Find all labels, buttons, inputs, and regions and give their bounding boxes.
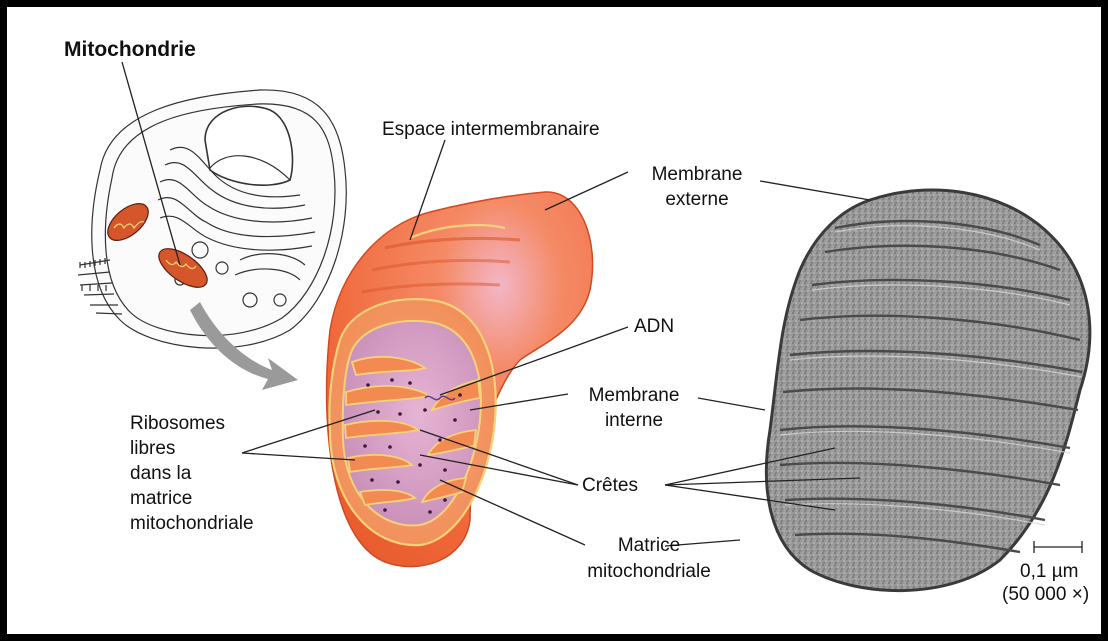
label-ribosomes-4: matrice: [130, 487, 192, 511]
scale-length: 0,1 µm: [1020, 560, 1078, 584]
label-membrane-externe-1: Membrane: [632, 163, 762, 187]
mitochondrion-illustration: [327, 192, 593, 567]
scale-magnification: (50 000 ×): [1002, 583, 1089, 607]
label-membrane-interne-1: Membrane: [570, 384, 698, 408]
label-adn: ADN: [634, 315, 674, 339]
label-matrice-2: mitochondriale: [574, 560, 724, 584]
label-membrane-externe-2: externe: [632, 188, 762, 212]
label-matrice-1: Matrice: [574, 534, 724, 558]
label-ribosomes-5: mitochondriale: [130, 512, 254, 536]
cell-title: Mitochondrie: [64, 38, 196, 62]
label-cretes: Crêtes: [582, 474, 638, 498]
label-ribosomes-2: libres: [130, 437, 175, 461]
electron-micrograph: [766, 190, 1089, 591]
label-ribosomes-1: Ribosomes: [130, 412, 225, 436]
label-espace-intermembranaire: Espace intermembranaire: [382, 118, 600, 142]
label-ribosomes-3: dans la: [130, 462, 191, 486]
label-membrane-interne-2: interne: [570, 409, 698, 433]
